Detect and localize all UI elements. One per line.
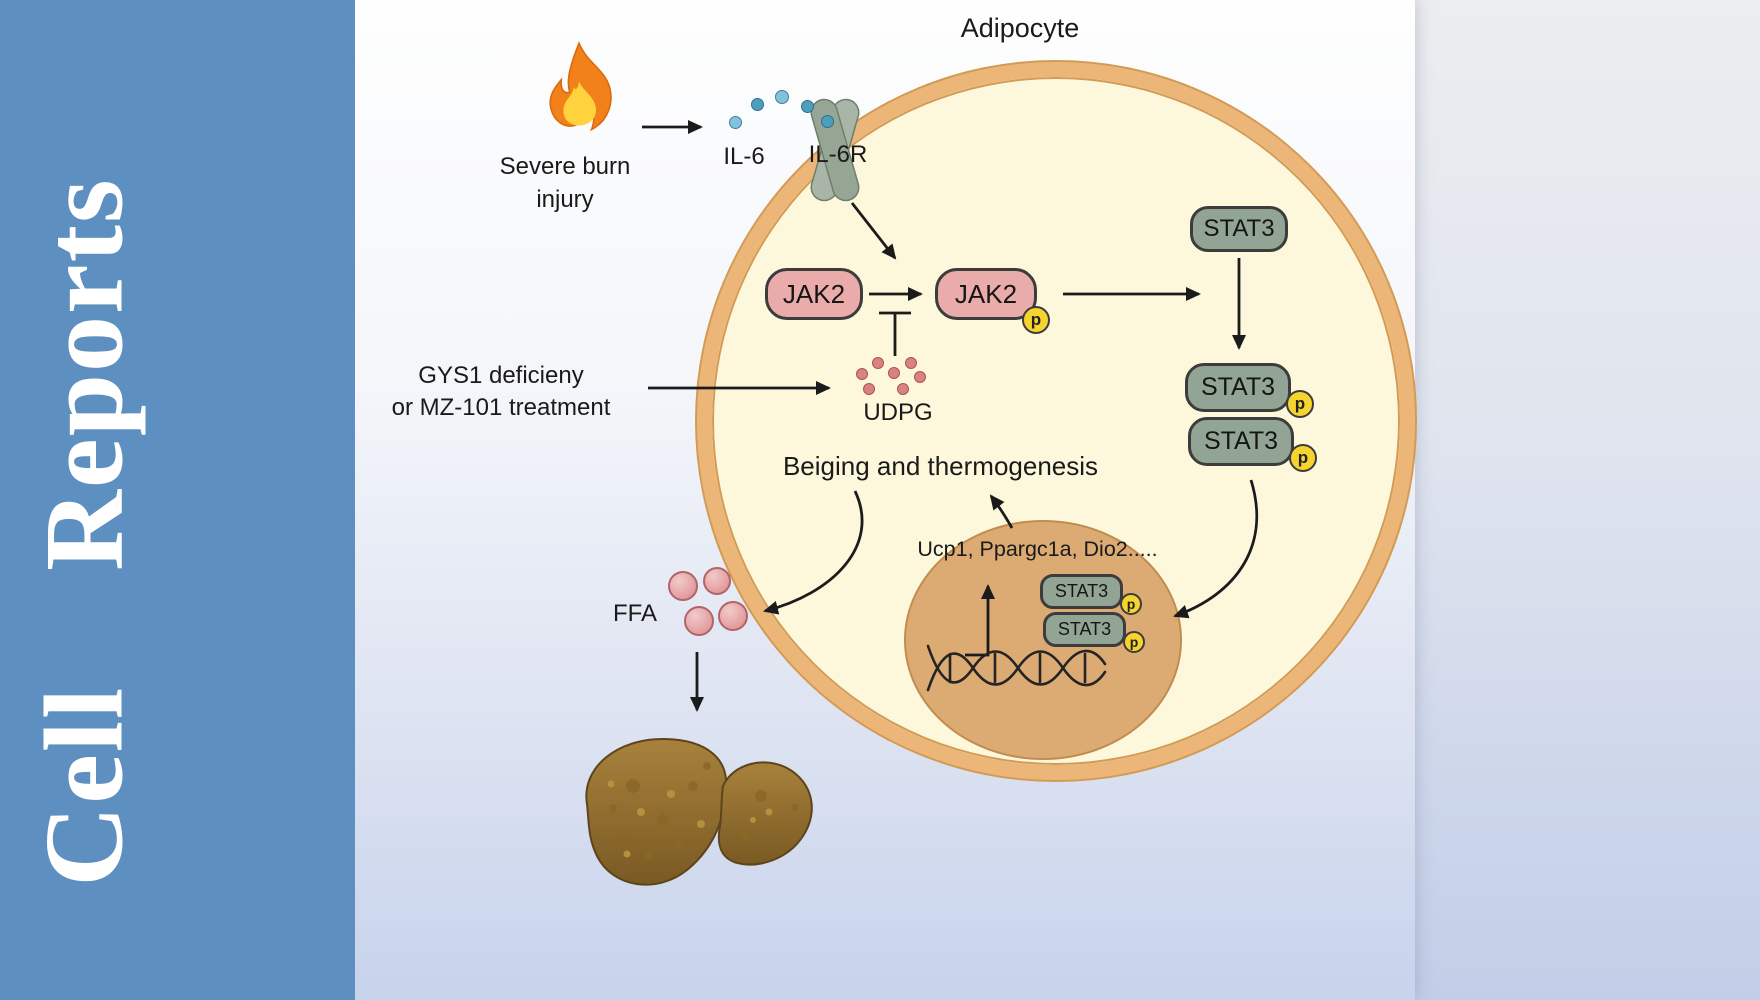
liver-icon [585, 737, 813, 886]
gys1-treatment-label: GYS1 deficieny or MZ-101 treatment [355, 360, 647, 424]
udpg-dot [856, 368, 868, 380]
stat3-label: STAT3 [1200, 373, 1276, 401]
phospho-badge: p [1123, 631, 1145, 653]
ffa-droplet [668, 571, 698, 601]
journal-sidebar: Cell Reports [0, 0, 355, 1000]
beiging-label: Beiging and thermogenesis [782, 451, 1099, 481]
nuclear-stat3-pill-bottom: STAT3 p [1043, 612, 1145, 653]
il6-dot [801, 100, 814, 113]
il6-dot [775, 90, 789, 104]
phospho-badge: p [1022, 306, 1050, 334]
udpg-dot [872, 357, 884, 369]
ffa-droplet [718, 601, 748, 631]
ffa-droplet [684, 606, 714, 636]
stat3-label: STAT3 [1054, 581, 1109, 601]
stat3-dimer-pill-bottom: STAT3 p [1188, 417, 1317, 472]
il6-label: IL-6 [723, 143, 765, 170]
stat3-pill: STAT3 [1190, 206, 1288, 252]
stat3-dimer-pill-top: STAT3 p [1185, 363, 1314, 418]
il6-dot [729, 116, 742, 129]
udpg-dot [897, 383, 909, 395]
adipocyte-label: Adipocyte [960, 13, 1080, 43]
jak2-pill: JAK2 [765, 268, 863, 320]
udpg-label: UDPG [863, 399, 933, 426]
gys1-line1: GYS1 deficieny [418, 362, 584, 389]
udpg-dot [888, 367, 900, 379]
jak2-label: JAK2 [782, 278, 846, 309]
burn-injury-label: Severe burn injury [450, 150, 680, 216]
udpg-dot [914, 371, 926, 383]
burn-injury-line2: injury [536, 186, 594, 213]
flame-icon [549, 41, 612, 132]
il6-dot [821, 115, 834, 128]
gys1-line2: or MZ-101 treatment [391, 394, 611, 421]
stat3-label: STAT3 [1203, 427, 1279, 455]
udpg-dot [863, 383, 875, 395]
burn-injury-line1: Severe burn [499, 153, 631, 180]
il6r-label: IL-6R [808, 141, 868, 168]
ffa-droplet [703, 567, 731, 595]
stat3-label: STAT3 [1203, 215, 1275, 242]
jak2-label: JAK2 [954, 278, 1018, 309]
phospho-badge: p [1120, 593, 1142, 615]
figure-panel: JAK2 JAK2 p STAT3 STAT3 p STAT3 p STAT3 … [355, 0, 1415, 1000]
il6-dot [751, 98, 764, 111]
jak2-phospho-pill: JAK2 p [935, 268, 1050, 334]
target-genes-label: Ucp1, Ppargc1a, Dio2..... [917, 537, 1158, 561]
phospho-badge: p [1286, 390, 1314, 418]
nuclear-stat3-pill-top: STAT3 p [1040, 574, 1142, 615]
stat3-label: STAT3 [1057, 619, 1112, 639]
phospho-badge: p [1289, 444, 1317, 472]
ffa-label: FFA [612, 600, 657, 627]
journal-name: Cell Reports [22, 177, 147, 887]
udpg-dot [905, 357, 917, 369]
